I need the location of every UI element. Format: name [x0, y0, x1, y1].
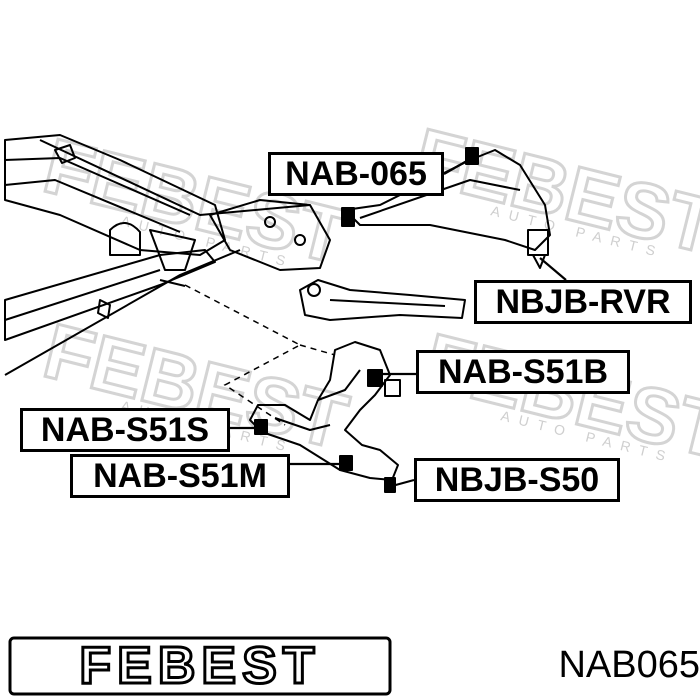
- callout-nab-s51b[interactable]: NAB-S51B: [416, 350, 630, 394]
- lower-arm-drawing: [249, 341, 401, 493]
- callout-nab-065[interactable]: NAB-065: [268, 152, 444, 196]
- part-number-label: NAB065: [558, 643, 700, 686]
- febest-logo-text: FEBEST: [79, 637, 320, 695]
- callout-nbjb-rvr[interactable]: NBJB-RVR: [474, 280, 692, 324]
- callout-nbjb-s50[interactable]: NBJB-S50: [414, 458, 620, 502]
- callout-nab-s51s[interactable]: NAB-S51S: [20, 408, 230, 452]
- febest-logo: FEBEST: [8, 636, 392, 697]
- transverse-link-drawing: [299, 279, 466, 321]
- subframe-drawing: [4, 134, 331, 376]
- callout-nab-s51m[interactable]: NAB-S51M: [70, 454, 290, 498]
- leader-lines: [230, 157, 567, 488]
